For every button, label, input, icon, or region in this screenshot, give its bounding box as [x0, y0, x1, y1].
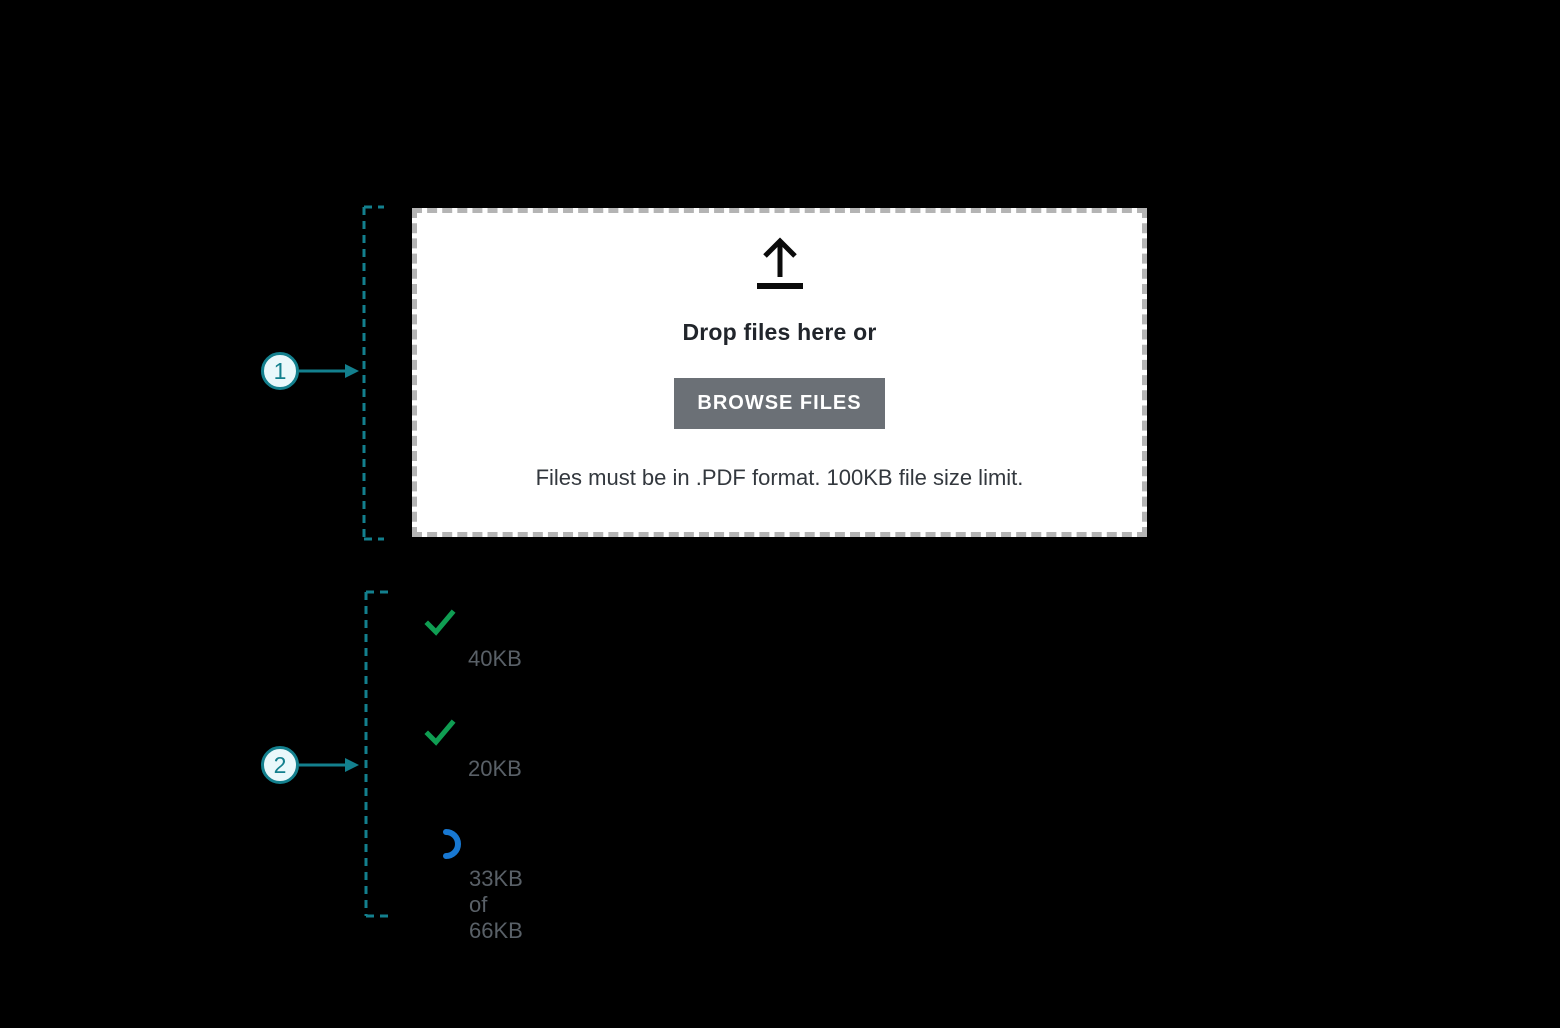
callout-number: 1 — [273, 357, 287, 384]
check-icon — [424, 609, 456, 636]
browse-files-button[interactable]: BROWSE FILES — [674, 378, 885, 429]
file-dropzone[interactable]: Drop files here or BROWSE FILES Files mu… — [412, 208, 1147, 537]
file-progress-label: 33KB of 66KB — [469, 866, 523, 943]
callout-badge-1: 1 — [261, 352, 299, 390]
upload-arrow-icon — [756, 237, 803, 289]
spinner-icon — [443, 829, 461, 859]
callout-number: 2 — [273, 751, 287, 778]
callout-badge-2: 2 — [261, 746, 299, 784]
check-icon — [424, 719, 456, 746]
section-bracket-1 — [362, 205, 384, 541]
dropzone-hint: Files must be in .PDF format. 100KB file… — [535, 465, 1024, 490]
file-size-label: 40KB — [468, 646, 522, 671]
dropzone-title: Drop files here or — [682, 319, 877, 345]
callout-arrow-icon — [299, 758, 359, 772]
callout-arrow-icon — [299, 364, 359, 378]
file-size-label: 20KB — [468, 756, 522, 781]
section-bracket-2 — [364, 590, 388, 918]
